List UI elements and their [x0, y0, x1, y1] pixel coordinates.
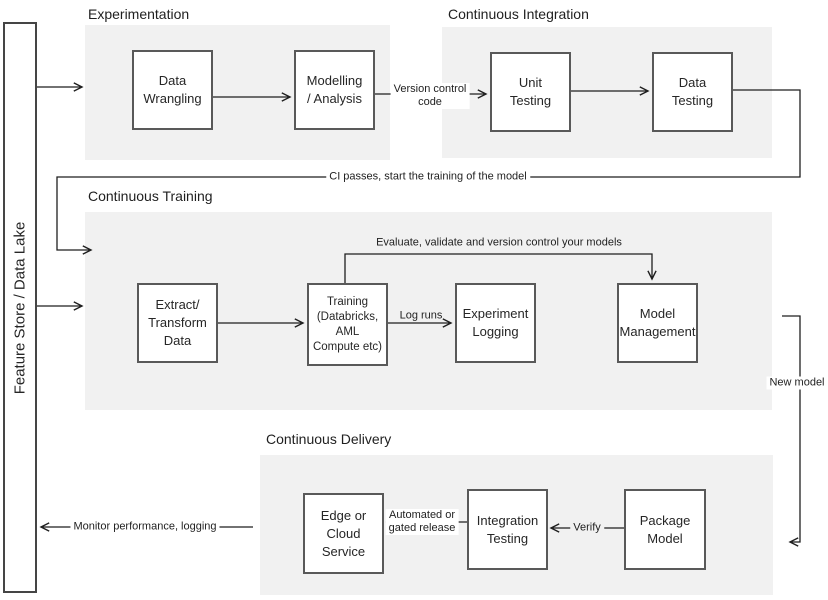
edge-label-verify: Verify	[570, 521, 604, 535]
node-label: Experiment Logging	[462, 306, 529, 339]
node-experiment-logging: Experiment Logging	[455, 283, 536, 363]
section-title-continuous-training: Continuous Training	[88, 188, 213, 204]
node-label: Data Testing	[671, 75, 714, 108]
feature-store-label: Feature Store / Data Lake	[11, 221, 29, 394]
node-data-testing: Data Testing	[652, 52, 733, 132]
node-label: Training (Databricks, AML Compute etc)	[312, 295, 383, 353]
edge-label-monitor-performance: Monitor performance, logging	[70, 520, 220, 534]
node-label: Modelling / Analysis	[306, 73, 363, 106]
node-model-management: Model Management	[617, 283, 698, 363]
node-edge-cloud-service: Edge or Cloud Service	[303, 493, 384, 574]
node-label: Model Management	[619, 306, 696, 339]
edge-label-evaluate-validate: Evaluate, validate and version control y…	[376, 236, 622, 249]
section-title-experimentation: Experimentation	[88, 6, 190, 22]
node-label: Edge or Cloud Service	[320, 507, 367, 559]
node-modelling-analysis: Modelling / Analysis	[294, 50, 375, 130]
section-title-continuous-integration: Continuous Integration	[448, 6, 589, 22]
node-feature-store-data-lake: Feature Store / Data Lake	[3, 22, 37, 593]
node-extract-transform-data: Extract/ Transform Data	[137, 283, 218, 363]
node-label: Extract/ Transform Data	[148, 297, 207, 348]
section-title-continuous-delivery: Continuous Delivery	[266, 431, 392, 447]
node-training: Training (Databricks, AML Compute etc)	[307, 283, 388, 366]
edge-label-version-control-code: Version control code	[390, 83, 470, 109]
node-integration-testing: Integration Testing	[467, 489, 548, 570]
arrow-new-model	[782, 315, 801, 547]
edge-label-automated-release: Automated or gated release	[385, 509, 459, 535]
arrow-evaluate-to-modelmanagement	[344, 253, 657, 283]
node-data-wrangling: Data Wrangling	[132, 50, 213, 130]
node-label: Package Model	[639, 512, 691, 546]
edge-label-new-model: New model	[766, 376, 828, 390]
node-package-model: Package Model	[624, 489, 706, 570]
node-label: Integration Testing	[476, 512, 539, 546]
node-label: Data Wrangling	[143, 73, 202, 106]
node-label: Unit Testing	[509, 75, 552, 108]
edge-label-ci-passes: CI passes, start the training of the mod…	[326, 170, 530, 184]
node-unit-testing: Unit Testing	[490, 52, 571, 132]
edge-label-log-runs: Log runs	[399, 309, 443, 322]
